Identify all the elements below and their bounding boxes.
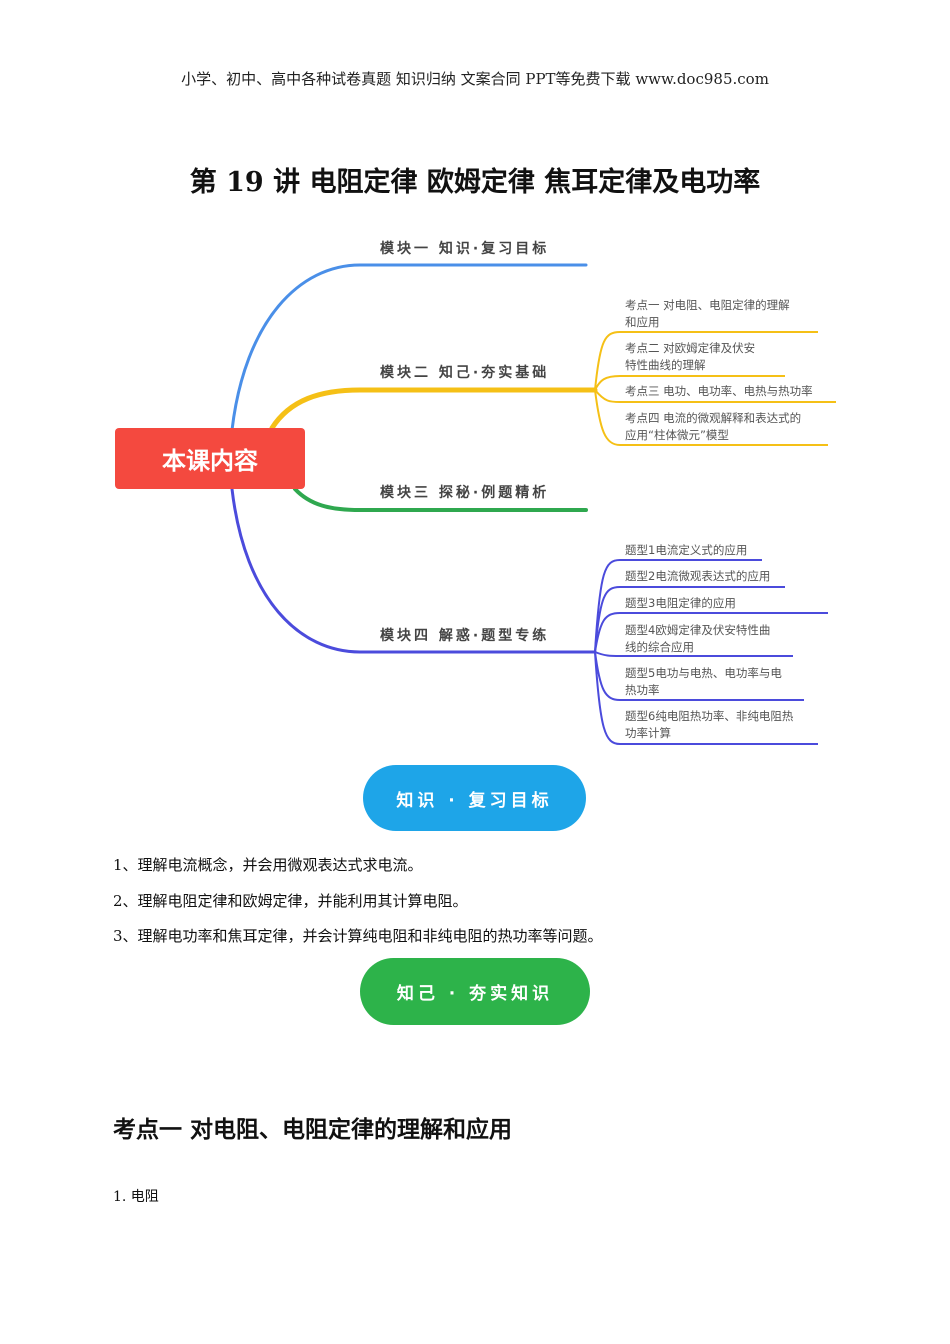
branch-3: 模块三 探秘·例题精析 (380, 485, 550, 501)
lecture-title: 第 19 讲 电阻定律 欧姆定律 焦耳定律及电功率 (189, 167, 761, 198)
basics-banner: 知己 · 夯实知识 (360, 958, 590, 1025)
review-goals-banner: 知识 · 复习目标 (363, 765, 586, 831)
kaodian-1: 考点一 对电阻、电阻定律的理解和应用 (625, 298, 790, 329)
objective-2: 2、理解电阻定律和欧姆定律，并能利用其计算电阻。 (113, 892, 468, 910)
objective-3: 3、理解电功率和焦耳定律，并会计算纯电阻和非纯电阻的热功率等问题。 (113, 927, 603, 945)
mindmap-root: 本课内容 (115, 428, 305, 489)
branch-1: 模块一 知识·复习目标 (380, 241, 550, 257)
branch-2: 模块二 知己·夯实基础 (380, 365, 550, 381)
mindmap-lines (230, 263, 836, 745)
tixing-6: 题型6纯电阻热功率、非纯电阻热功率计算 (625, 709, 794, 740)
kaodian-2: 考点二 对欧姆定律及伏安特性曲线的理解 (625, 341, 756, 372)
branch-line-1 (230, 263, 588, 432)
item-resistance: 1. 电阻 (113, 1189, 159, 1205)
page-header[interactable]: 小学、初中、高中各种试卷真题 知识归纳 文案合同 PPT等免费下载 www.do… (181, 70, 769, 88)
branch-line-2 (269, 387, 598, 431)
tixing-2: 题型2电流微观表达式的应用 (625, 569, 771, 583)
tixing-3: 题型3电阻定律的应用 (625, 596, 736, 610)
objective-1: 1、理解电流概念，并会用微观表达式求电流。 (113, 856, 423, 874)
kaodian-4: 考点四 电流的微观解释和表达式的应用“柱体微元”模型 (625, 411, 802, 442)
tixing-5: 题型5电功与电热、电功率与电热功率 (625, 666, 782, 697)
branch-line-4 (230, 487, 597, 654)
section-heading: 考点一 对电阻、电阻定律的理解和应用 (113, 1117, 513, 1143)
branch-line-3 (293, 487, 588, 512)
branch-4: 模块四 解惑·题型专练 (380, 628, 550, 644)
tixing-4: 题型4欧姆定律及伏安特性曲线的综合应用 (625, 623, 771, 654)
tixing-1: 题型1电流定义式的应用 (625, 543, 748, 557)
kaodian-3: 考点三 电功、电功率、电热与热功率 (625, 384, 813, 398)
